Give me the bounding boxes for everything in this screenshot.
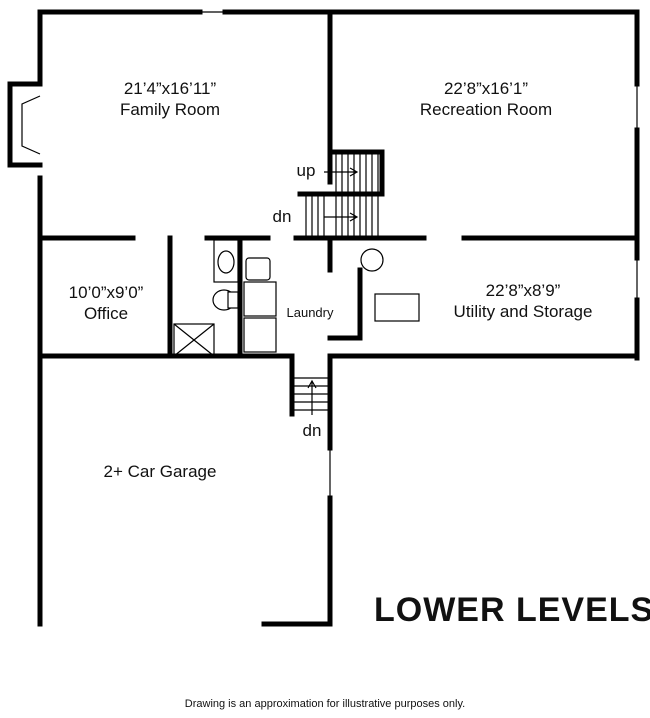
sink-tub-icon — [245, 257, 271, 281]
furnace-icon — [374, 293, 420, 322]
washer-icon — [243, 281, 277, 317]
utility-name: Utility and Storage — [453, 302, 593, 321]
dn-arrow-icon — [324, 212, 359, 222]
up-arrow-icon — [324, 167, 359, 177]
garage-label: 2+ Car Garage — [103, 462, 217, 481]
dryer-icon — [243, 317, 277, 353]
laundry-label: Laundry — [286, 305, 334, 320]
recreation-room-dims: 22’8”x16’1” — [443, 79, 529, 98]
disclaimer: Drawing is an approximation for illustra… — [184, 698, 466, 710]
garage-stairs — [289, 357, 330, 417]
family-room-name: Family Room — [119, 100, 221, 119]
recreation-room-label: 22’8”x16’1” Recreation Room — [400, 78, 572, 120]
window-lines — [39, 11, 638, 498]
sink-icon — [217, 250, 235, 274]
closet-icon — [173, 323, 215, 357]
family-room-label: 21’4”x16’11” Family Room — [90, 78, 250, 120]
office-name: Office — [83, 304, 129, 323]
office-label: 10’0”x9’0” Office — [47, 282, 165, 324]
bathroom-fixtures — [212, 239, 239, 311]
utility-dims: 22’8”x8’9” — [485, 281, 561, 300]
recreation-room-name: Recreation Room — [419, 100, 553, 119]
plan-title: LOWER LEVELS — [374, 591, 650, 629]
fireplace-icon — [7, 81, 43, 168]
laundry-appliances — [243, 257, 277, 353]
stairs-dn-label: dn — [272, 207, 292, 226]
main-stairs — [297, 149, 385, 236]
water-heater-icon — [360, 248, 384, 272]
toilet-tank-icon — [227, 291, 239, 309]
utility-fixtures — [360, 248, 420, 322]
garage-stairs-dn-label: dn — [302, 421, 322, 440]
family-room-dims: 21’4”x16’11” — [123, 79, 217, 98]
stairs-up-label: up — [296, 161, 316, 180]
office-dims: 10’0”x9’0” — [68, 283, 144, 302]
garage-dn-arrow-icon — [307, 379, 317, 415]
utility-label: 22’8”x8’9” Utility and Storage — [430, 280, 616, 322]
